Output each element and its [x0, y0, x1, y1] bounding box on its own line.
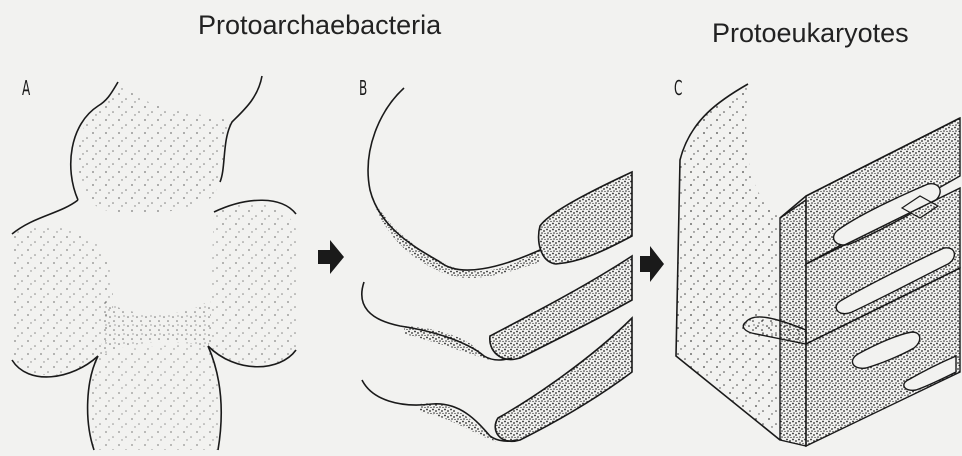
cell-right-shading: [208, 204, 299, 366]
membrane-b-middle-outline: [362, 282, 512, 360]
membrane-b-upper-shading: [372, 196, 540, 278]
membrane-b-upper-outline: [368, 88, 540, 270]
cell-bottom-shading: [88, 345, 222, 450]
panel-a-cell-cluster: [12, 76, 299, 450]
arrow-1-icon: [318, 240, 344, 274]
tubule-b-top: [539, 172, 632, 264]
cell-left-shading: [12, 227, 113, 375]
membrane-b-middle-shading: [404, 326, 490, 360]
panel-b-membrane-folds: [362, 88, 632, 442]
arrow-2-icon: [640, 246, 664, 282]
cell-c-outer-wall: [676, 84, 780, 440]
panel-c-endomembrane: [676, 84, 960, 446]
